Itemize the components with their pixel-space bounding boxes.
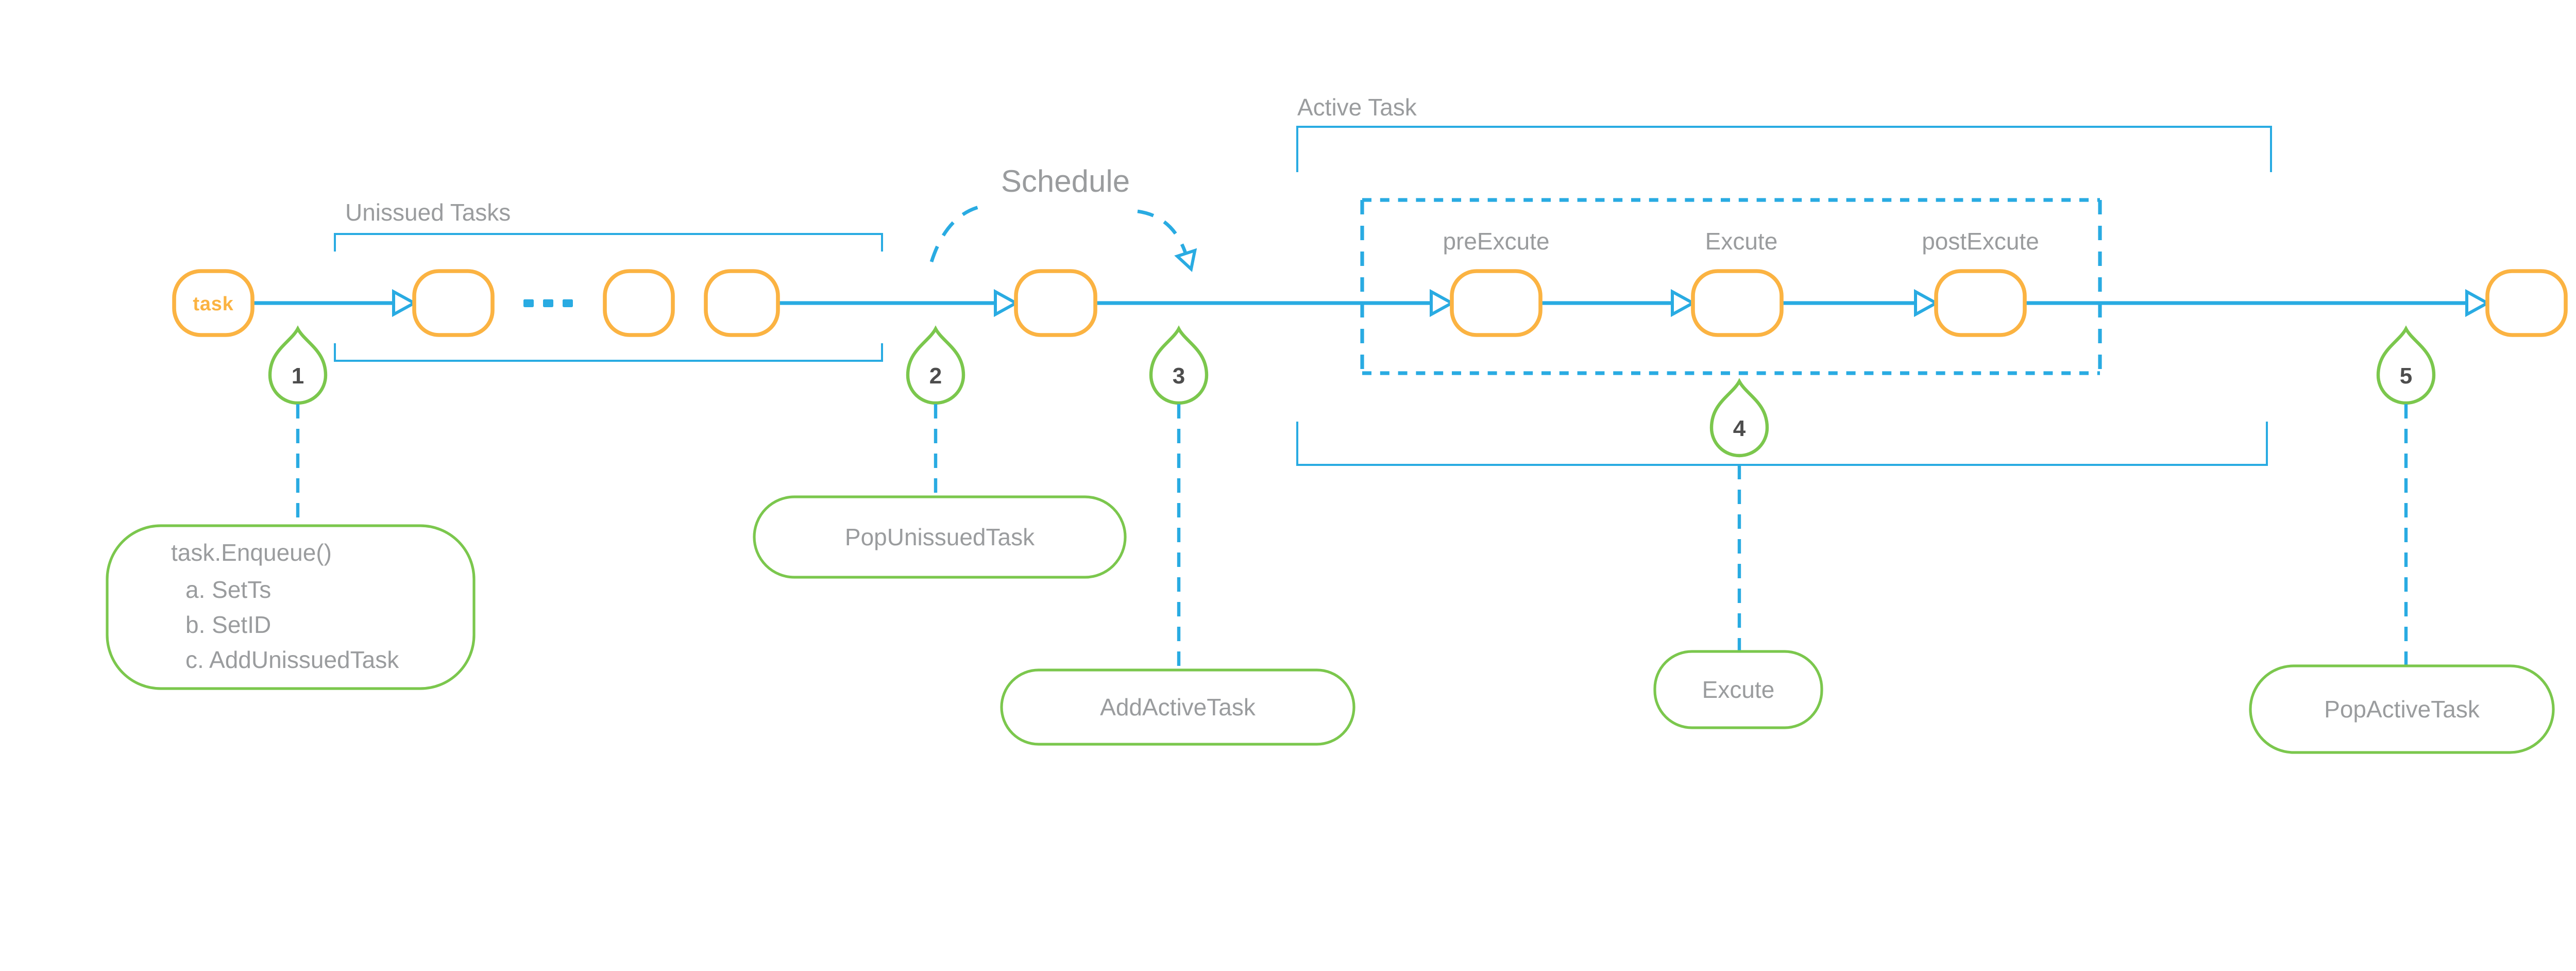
callout-pop-active-task: PopActiveTask bbox=[2249, 664, 2555, 754]
preexcute-label: preExcute bbox=[1443, 228, 1549, 255]
excute-node bbox=[1691, 269, 1784, 337]
marker-2: 2 bbox=[906, 325, 965, 405]
marker-number: 1 bbox=[292, 363, 304, 389]
callout-pop-unissued-task: PopUnissuedTask bbox=[753, 495, 1127, 579]
preexcute-node bbox=[1450, 269, 1543, 337]
teardrop-icon bbox=[268, 325, 328, 405]
ellipsis-dot bbox=[523, 299, 534, 307]
callout-enqueue-box bbox=[106, 524, 476, 690]
arrowhead-excute bbox=[1671, 289, 1697, 317]
marker-5: 5 bbox=[2376, 325, 2436, 405]
unissued-node-1 bbox=[412, 269, 495, 337]
teardrop-icon bbox=[1149, 325, 1209, 405]
active-task-dotted-box bbox=[1360, 198, 2102, 375]
schedule-label: Schedule bbox=[1001, 164, 1130, 198]
schedule-arc-right bbox=[1137, 209, 1189, 258]
unissued-node-3 bbox=[704, 269, 780, 337]
teardrop-icon bbox=[2376, 325, 2436, 405]
step-markers: 1 2 3 4 5 bbox=[268, 325, 2436, 458]
postexcute-node bbox=[1934, 269, 2027, 337]
callout-pop-unissued-text: PopUnissuedTask bbox=[845, 524, 1035, 550]
callout-excute-text: Excute bbox=[1702, 676, 1775, 703]
callout-excute: Excute bbox=[1653, 650, 1823, 729]
unissued-top-bracket bbox=[334, 233, 883, 252]
schedule-arc-arrowhead bbox=[1174, 248, 1197, 272]
active-top-bracket bbox=[1296, 126, 2272, 172]
teardrop-icon bbox=[1709, 378, 1769, 458]
marker-number: 3 bbox=[1173, 363, 1185, 389]
arrowhead-schedule bbox=[994, 289, 1020, 317]
schedule-node bbox=[1014, 269, 1097, 337]
marker-3: 3 bbox=[1149, 325, 1209, 405]
marker-number: 5 bbox=[2400, 363, 2412, 389]
unissued-bottom-bracket bbox=[334, 343, 883, 362]
callout-pop-active-text: PopActiveTask bbox=[2324, 696, 2480, 723]
ellipsis-dot bbox=[543, 299, 553, 307]
callout-enqueue-line-3: b. SetID bbox=[185, 611, 271, 638]
arrowhead-queue bbox=[392, 289, 418, 317]
arrowhead-end bbox=[2465, 289, 2491, 317]
callout-pop-active-box bbox=[2249, 664, 2555, 754]
task-nodes: task bbox=[172, 269, 2568, 337]
callouts: task.Enqueue() a. SetTs b. SetID c. AddU… bbox=[106, 495, 2555, 754]
ellipsis-dot bbox=[563, 299, 573, 307]
postexcute-label: postExcute bbox=[1922, 228, 2039, 255]
active-task-label: Active Task bbox=[1297, 94, 1417, 121]
active-task-group: Active Task preExcute Excute postExcute bbox=[1296, 94, 2272, 466]
arrowhead-preexcute bbox=[1430, 289, 1455, 317]
callout-add-active-box bbox=[1000, 668, 1355, 746]
marker-4: 4 bbox=[1709, 378, 1769, 458]
start-task-label: task bbox=[193, 293, 233, 315]
marker-number: 4 bbox=[1733, 416, 1746, 441]
callout-enqueue-line-2: a. SetTs bbox=[185, 576, 271, 603]
callout-pop-unissued-box bbox=[753, 495, 1127, 579]
arrowhead-postexcute bbox=[1914, 289, 1940, 317]
schedule-group: Schedule bbox=[929, 164, 1197, 272]
callout-enqueue: task.Enqueue() a. SetTs b. SetID c. AddU… bbox=[106, 524, 476, 690]
active-bottom-bracket bbox=[1296, 422, 2268, 466]
marker-1: 1 bbox=[268, 325, 328, 405]
unissued-tasks-group: Unissued Tasks bbox=[334, 199, 883, 362]
marker-number: 2 bbox=[929, 363, 942, 389]
marker-connectors bbox=[296, 404, 2408, 678]
start-task-node bbox=[172, 269, 255, 337]
unissued-tasks-label: Unissued Tasks bbox=[345, 199, 511, 226]
callout-enqueue-line-4: c. AddUnissuedTask bbox=[185, 646, 399, 673]
queue-ellipsis-dots bbox=[523, 299, 573, 307]
callout-add-active-text: AddActiveTask bbox=[1100, 694, 1256, 721]
flow-connectors bbox=[252, 289, 2491, 317]
callout-enqueue-line-1: task.Enqueue() bbox=[171, 539, 332, 566]
callout-excute-box bbox=[1653, 650, 1823, 729]
teardrop-icon bbox=[906, 325, 965, 405]
excute-label: Excute bbox=[1705, 228, 1778, 255]
callout-add-active-task: AddActiveTask bbox=[1000, 668, 1355, 746]
end-task-node bbox=[2485, 269, 2568, 337]
unissued-node-2 bbox=[603, 269, 675, 337]
schedule-arc-left bbox=[929, 203, 989, 263]
